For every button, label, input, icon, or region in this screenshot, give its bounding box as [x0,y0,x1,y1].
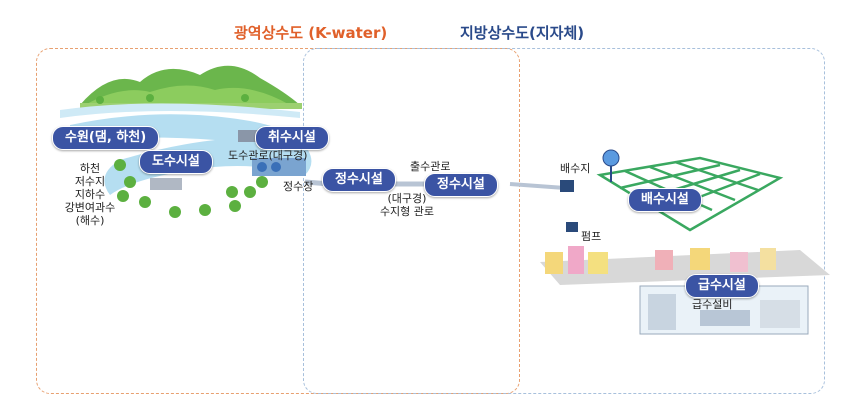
town-illustration [540,246,830,285]
distribution-pill: 배수시설 [628,188,702,212]
source-list-label: 하천 저수지 지하수 강변여과수 (해수) [64,162,116,227]
regional-title: 광역상수도 (K-water) [234,24,388,42]
intake-pill: 취수시설 [255,126,329,150]
trunk-pipe-label: (대구경) 수지형 관로 [379,192,435,218]
pump-label: 펌프 [581,230,602,243]
mountain-illustration [80,65,302,109]
local-title: 지방상수도(지자체) [460,24,585,42]
reservoir-label: 배수지 [560,162,591,175]
local-water-region [303,48,825,394]
pump-icon [566,222,578,232]
intake-facility [150,130,260,190]
supply-equipment-label: 급수설비 [692,298,733,311]
tree-cluster [96,94,268,218]
treatment-left-pill: 정수시설 [322,168,396,192]
treatment-right-pill: 정수시설 [424,173,498,197]
treatment-plant [252,158,306,176]
regional-water-region [36,48,520,394]
conveyance-pill: 도수시설 [139,150,213,174]
supply-pill: 급수시설 [685,274,759,298]
treatment-plant-label: 정수장 [283,180,314,193]
reservoir-tank [560,149,620,192]
source-pill: 수원(댐, 하천) [52,126,160,150]
outlet-pipe-label: 출수관로 [410,160,451,173]
conveyance-pipe-label: 도수관로(대구경) [228,149,308,162]
